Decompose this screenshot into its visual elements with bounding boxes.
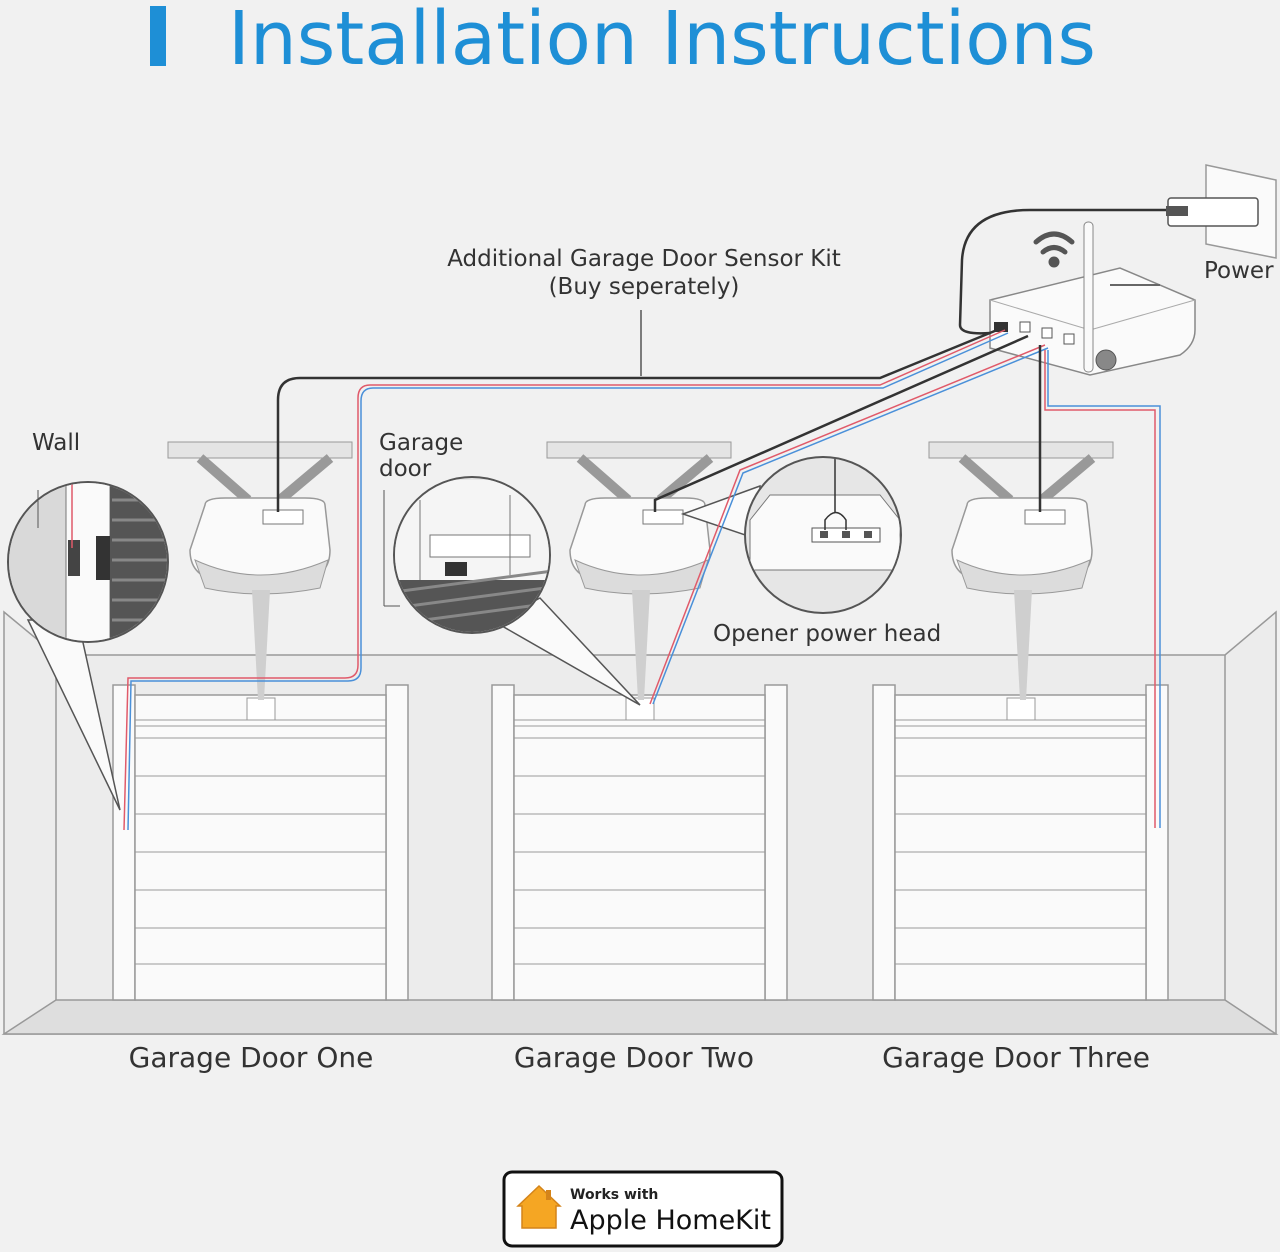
power-cable xyxy=(958,208,1166,335)
wifi-icon xyxy=(1033,231,1075,268)
homekit-works-with: Works with xyxy=(570,1187,658,1203)
homekit-brand: Apple HomeKit xyxy=(570,1205,771,1236)
garage-door-three xyxy=(872,684,1169,1001)
door-label-one: Garage Door One xyxy=(129,1041,374,1074)
garage-door-one xyxy=(112,684,409,1001)
title-bar-marker xyxy=(150,6,166,66)
wall-label: Wall xyxy=(32,430,80,456)
sensor-wires xyxy=(123,329,1161,831)
door-label-three: Garage Door Three xyxy=(882,1041,1150,1074)
opener-wires xyxy=(276,326,1042,512)
garage-door-callout xyxy=(383,476,641,706)
garage-door-label-line1: Garage xyxy=(379,430,463,456)
garage-door-label-line2: door xyxy=(379,456,432,482)
kit-label-line1: Additional Garage Door Sensor Kit xyxy=(447,246,841,272)
kit-label-line2: (Buy seperately) xyxy=(549,274,740,300)
opener-head-callout xyxy=(680,456,902,614)
page-title: Installation Instructions xyxy=(228,0,1096,82)
opener-power-head-three xyxy=(928,441,1114,700)
homekit-house-icon xyxy=(516,1184,562,1229)
opener-power-head-one xyxy=(167,441,353,700)
opener-power-head-two xyxy=(546,441,732,700)
power-outlet xyxy=(1166,164,1277,259)
door-label-two: Garage Door Two xyxy=(514,1041,754,1074)
hub-device xyxy=(989,221,1196,376)
garage-door-two xyxy=(491,684,788,1001)
power-label: Power xyxy=(1204,258,1274,284)
homekit-badge: Works with Apple HomeKit xyxy=(502,1170,784,1248)
opener-label: Opener power head xyxy=(713,621,941,647)
